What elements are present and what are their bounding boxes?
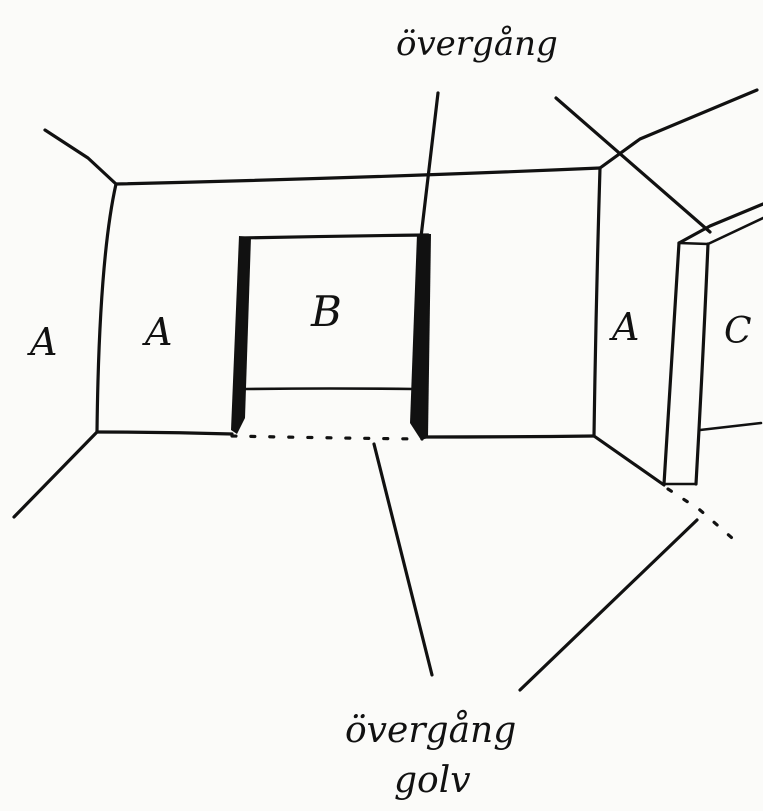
doorway-right-reveal — [410, 234, 431, 440]
left-floor-diagonal — [14, 432, 97, 517]
bottom-annotation-leader-right — [520, 520, 697, 690]
left-corner-line-top — [45, 130, 116, 184]
label-wall-center-left: A — [142, 310, 172, 354]
doorway-top — [241, 235, 428, 238]
label-opening: B — [310, 287, 342, 336]
label-wall-right: A — [609, 305, 639, 349]
left-floor-wall-line — [97, 432, 232, 434]
bottom-annotation-leader-left — [374, 444, 432, 675]
right-floor-diagonal — [594, 436, 664, 485]
side-door-jamb-top — [679, 243, 708, 244]
side-door-jamb-inner — [696, 244, 708, 484]
top-annotation-text: övergång — [396, 24, 558, 64]
bottom-annotation-line2: golv — [394, 760, 471, 801]
side-room-floor-line — [700, 423, 761, 430]
bottom-annotation-line1: övergång — [345, 710, 516, 751]
top-annotation-leader — [421, 93, 438, 237]
doorway-back-floor-line — [246, 389, 414, 390]
side-door-jamb-outer — [664, 243, 679, 484]
left-wall-vertical-edge — [97, 184, 116, 432]
right-wall-vertical-edge — [594, 168, 600, 436]
label-side-room: C — [724, 311, 752, 352]
right-floor-wall-line — [423, 436, 594, 437]
floor-transition-dotted-doorway — [232, 436, 422, 439]
label-wall-left: A — [27, 320, 57, 364]
ceiling-line — [116, 168, 600, 184]
doorway-left-reveal — [231, 236, 251, 434]
